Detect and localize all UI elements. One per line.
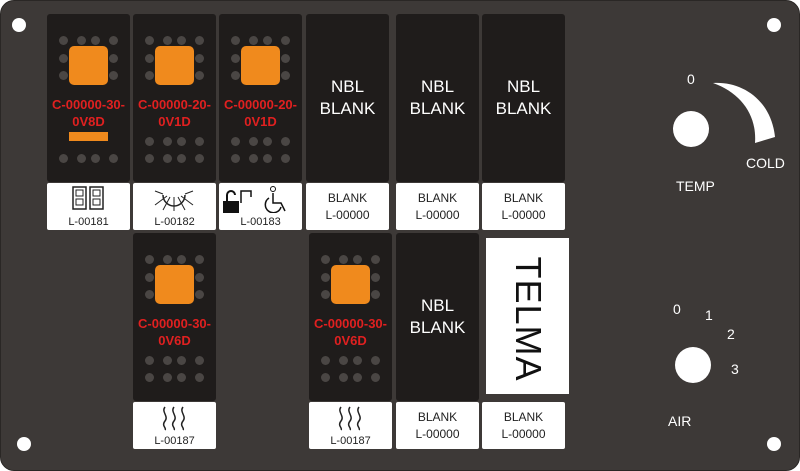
temp-zero-label: 0	[687, 71, 695, 87]
switch-code: C-00000-30-0V6D	[138, 316, 211, 348]
mount-hole	[12, 18, 26, 32]
air-setting-1: 1	[705, 307, 713, 323]
air-setting-2: 2	[727, 326, 735, 342]
switch-indicator	[331, 265, 370, 304]
switch-code: C-00000-30-0V8D	[52, 97, 125, 129]
switch-indicator	[241, 46, 280, 85]
air-setting-0: 0	[673, 301, 681, 317]
heat-icon	[338, 406, 361, 431]
rocker-switch[interactable]: C-00000-20-0V1D	[219, 14, 302, 182]
switch-label: L-00187	[133, 402, 216, 449]
switch-indicator	[155, 265, 194, 304]
switch-code: C-00000-30-0V6D	[314, 316, 387, 348]
mount-hole	[767, 18, 781, 32]
telma-label: TELMA	[486, 238, 569, 394]
switch-code: C-00000-20-0V1D	[138, 97, 211, 129]
temp-scale-icon	[713, 82, 775, 143]
air-label: AIR	[668, 413, 692, 429]
mount-hole	[767, 437, 781, 451]
rocker-switch[interactable]: C-00000-20-0V1D	[133, 14, 216, 182]
switch-label: L-00187	[309, 402, 392, 449]
switch-label: L-00181	[47, 183, 130, 230]
mount-hole	[17, 437, 31, 451]
switch-label: L-00183	[219, 183, 302, 230]
lock-wheelchair-icon	[223, 186, 286, 213]
rocker-switch[interactable]: C-00000-30-0V6D	[133, 233, 216, 401]
temp-knob[interactable]	[673, 111, 709, 147]
air-knob[interactable]	[675, 347, 711, 383]
switch-indicator	[69, 46, 108, 85]
switch-indicator	[155, 46, 194, 85]
double-door-icon	[72, 186, 104, 210]
switch-code: C-00000-20-0V1D	[224, 97, 297, 129]
air-setting-3: 3	[731, 361, 739, 377]
rocker-switch[interactable]: C-00000-30-0V8D	[47, 14, 130, 182]
temp-cold-label: COLD	[746, 155, 785, 171]
heat-icon	[162, 406, 185, 431]
switch-bar	[69, 132, 108, 141]
light-icon	[154, 190, 194, 211]
switch-label: L-00182	[133, 183, 216, 230]
rocker-switch[interactable]: C-00000-30-0V6D	[309, 233, 392, 401]
temp-label: TEMP	[676, 178, 715, 194]
